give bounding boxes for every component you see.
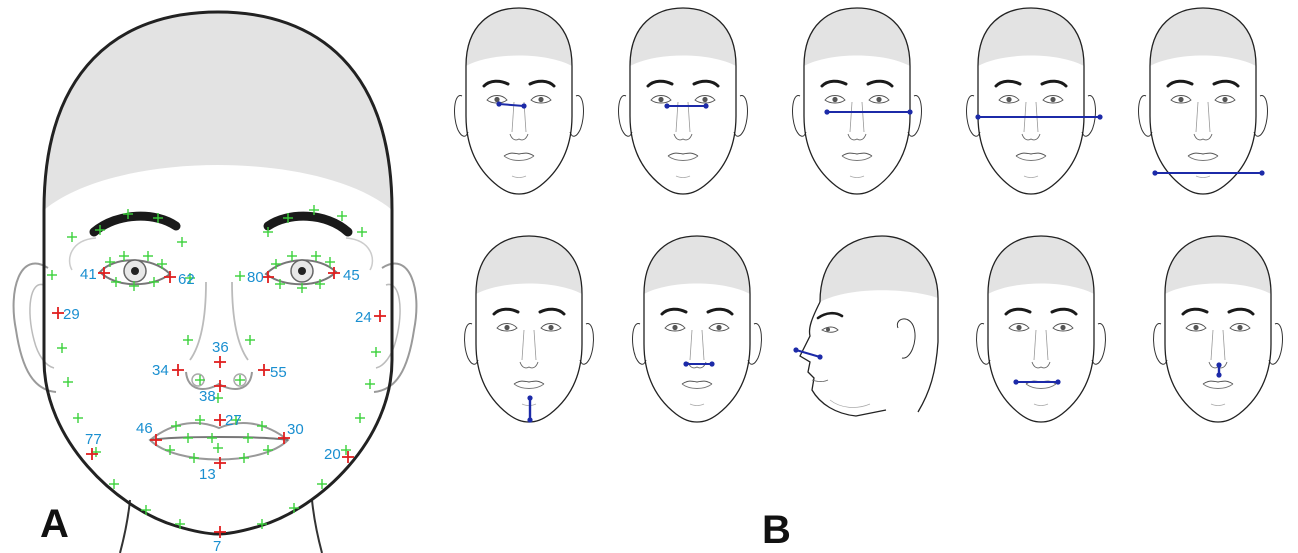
measurement-face-8 — [793, 236, 938, 416]
landmark-label-36: 36 — [212, 339, 229, 356]
landmark-label-34: 34 — [152, 362, 169, 379]
landmark-label-77: 77 — [85, 431, 102, 448]
landmark-marker — [235, 271, 245, 281]
landmark-marker — [239, 453, 249, 463]
left-brow — [94, 216, 176, 232]
landmark-marker — [73, 413, 83, 423]
panel-b-measurements — [455, 8, 1283, 423]
landmark-marker — [183, 335, 193, 345]
landmark-marker — [337, 211, 347, 221]
landmark-label-41: 41 — [80, 266, 97, 283]
landmark-marker — [213, 443, 223, 453]
landmark-marker — [67, 232, 77, 242]
landmark-label-29: 29 — [63, 306, 80, 323]
landmark-marker — [365, 379, 375, 389]
landmark-marker-24 — [374, 310, 386, 322]
left-ear — [14, 264, 56, 392]
landmark-marker — [245, 335, 255, 345]
landmark-label-13: 13 — [199, 466, 216, 483]
measurement-face-6 — [465, 236, 594, 423]
landmark-label-55: 55 — [270, 364, 287, 381]
landmark-labels: 41 62 80 45 29 24 36 34 55 38 27 46 30 7… — [63, 266, 372, 553]
landmark-marker — [63, 377, 73, 387]
labeled-landmarks — [52, 267, 386, 538]
landmark-marker-38 — [214, 380, 226, 392]
landmark-marker — [371, 347, 381, 357]
landmark-marker-7 — [214, 526, 226, 538]
landmark-label-27: 27 — [225, 412, 242, 429]
measurement-face-2 — [619, 8, 748, 194]
measurement-face-3 — [793, 8, 922, 194]
landmark-label-38: 38 — [199, 388, 216, 405]
landmark-label-7: 7 — [213, 538, 221, 553]
measurement-face-10 — [1154, 236, 1283, 422]
landmark-marker — [171, 421, 181, 431]
landmark-marker — [141, 505, 151, 515]
landmark-label-62: 62 — [178, 271, 195, 288]
landmark-marker — [311, 251, 321, 261]
landmark-label-45: 45 — [343, 267, 360, 284]
landmark-marker — [47, 270, 57, 280]
scalp-shade — [44, 12, 392, 210]
landmark-label-46: 46 — [136, 420, 153, 437]
landmark-marker — [57, 343, 67, 353]
measurement-face-7 — [633, 236, 762, 422]
landmark-marker — [257, 421, 267, 431]
landmark-label-24: 24 — [355, 309, 372, 326]
landmark-marker-36 — [214, 356, 226, 368]
landmark-label-20: 20 — [324, 446, 341, 463]
landmark-marker — [287, 251, 297, 261]
landmark-marker — [235, 375, 245, 385]
landmark-marker-55 — [258, 364, 270, 376]
landmark-marker — [341, 445, 351, 455]
measurement-face-1 — [455, 8, 584, 194]
landmark-marker — [243, 433, 253, 443]
landmark-marker — [183, 433, 193, 443]
right-ear — [374, 264, 416, 392]
landmark-marker — [207, 433, 217, 443]
right-brow — [268, 216, 348, 232]
landmark-label-30: 30 — [287, 421, 304, 438]
landmark-marker-34 — [172, 364, 184, 376]
landmark-marker — [177, 237, 187, 247]
measurement-face-5 — [1139, 8, 1268, 194]
panel-a-label: A — [40, 502, 69, 546]
measurement-face-9 — [977, 236, 1106, 422]
panel-b-label: B — [762, 508, 791, 552]
landmark-marker — [189, 453, 199, 463]
landmark-marker — [357, 227, 367, 237]
measurement-face-4 — [967, 8, 1103, 194]
landmark-marker — [355, 413, 365, 423]
landmark-marker — [143, 251, 153, 261]
landmark-label-80: 80 — [247, 269, 264, 286]
